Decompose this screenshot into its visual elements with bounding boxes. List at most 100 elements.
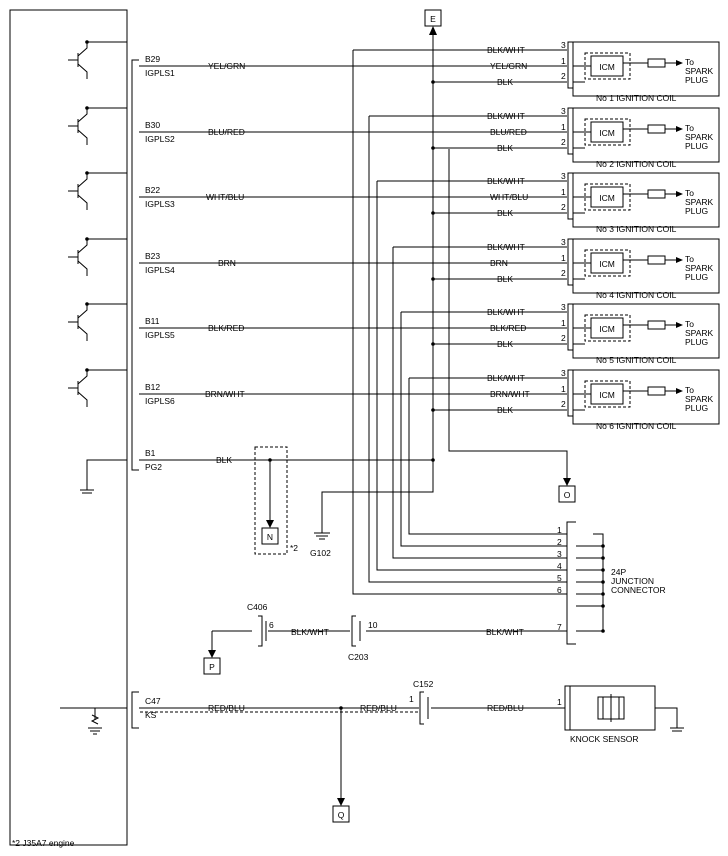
blkwht-left: BLK/WHT <box>291 627 329 637</box>
signal-label-left-2: WHT/BLU <box>206 192 244 202</box>
coil-1-box <box>572 107 720 163</box>
coil-2-arrow <box>676 191 683 197</box>
coil-5-winding <box>623 386 678 396</box>
signal-label-left-0: YEL/GRN <box>208 61 245 71</box>
connector-P-box <box>203 657 221 675</box>
coil-2-title: No 3 IGNITION COIL <box>596 224 677 234</box>
coil-3-to: To <box>685 254 694 264</box>
n-dashed-box <box>254 446 288 555</box>
coil-4-to: To <box>685 319 694 329</box>
coil-2-pin2: 2 <box>561 202 566 212</box>
signal-label-left-3: BRN <box>218 258 236 268</box>
coil-0-box <box>572 41 720 97</box>
ecm-pin-name-1: IGPLS2 <box>145 134 175 144</box>
ecm-pin-5: B12 <box>145 382 160 392</box>
coil-4-spark: SPARK <box>685 328 714 338</box>
coil-5-icm-outline <box>584 380 631 408</box>
g102-label: G102 <box>310 548 331 558</box>
coil-5-pin1: 1 <box>561 384 566 394</box>
ecm-pin-name-7: KS <box>145 710 157 720</box>
junction-l3: CONNECTOR <box>611 585 666 595</box>
note-mark: *2 <box>290 543 298 553</box>
junction-pin-3: 4 <box>557 561 562 571</box>
coil-3-title: No 4 IGNITION COIL <box>596 290 677 300</box>
coil-1-pin2: 2 <box>561 137 566 147</box>
coil-3-icm-label: ICM <box>599 259 615 269</box>
junction-pin-1: 2 <box>557 537 562 547</box>
coil-1-pin3: 3 <box>561 106 566 116</box>
coil-2-icm-outline <box>584 183 631 211</box>
ecm-pin-name-0: IGPLS1 <box>145 68 175 78</box>
coil-2-icm-label: ICM <box>599 193 615 203</box>
coil-5-connector <box>567 369 573 417</box>
coil-2-connector <box>567 172 573 220</box>
coil-5-to: To <box>685 385 694 395</box>
signal-label-left-4: BLK/RED <box>208 323 244 333</box>
coil-2-w2-label: BLK <box>497 208 513 218</box>
ecm-pin-name-2: IGPLS3 <box>145 199 175 209</box>
coil-3-spark: SPARK <box>685 263 714 273</box>
coil-5-title: No 6 IGNITION COIL <box>596 421 677 431</box>
junction-shorts <box>576 545 603 632</box>
ecm-pin-4: B11 <box>145 316 160 326</box>
coil-0-w2-label: BLK <box>497 77 513 87</box>
coil-3-pin2: 2 <box>561 268 566 278</box>
coil-4-title: No 5 IGNITION COIL <box>596 355 677 365</box>
ecm-kc-bracket <box>131 691 139 729</box>
coil-2-w3-label: BLK/WHT <box>487 176 525 186</box>
coil-5-arrow <box>676 388 683 394</box>
coil-4-box <box>572 303 720 359</box>
coil-0-winding <box>623 58 678 68</box>
route-2 <box>376 181 567 571</box>
coil-1-w3-label: BLK/WHT <box>487 111 525 121</box>
ecm-pin-name-3: IGPLS4 <box>145 265 175 275</box>
coil-4-icm-label: ICM <box>599 324 615 334</box>
c152-name: C152 <box>413 679 434 689</box>
signal-label-left-1: BLU/RED <box>208 127 245 137</box>
coil-3-plug: PLUG <box>685 272 708 282</box>
connector-E-label: E <box>430 14 436 24</box>
c152-pin: 1 <box>409 694 414 704</box>
ecm-pin-6: B1 <box>145 448 156 458</box>
junction-routes <box>352 50 605 633</box>
route-3 <box>392 247 567 559</box>
redblu-2: RED/BLU <box>360 703 397 713</box>
coil-4-arrow <box>676 322 683 328</box>
junction-l2: JUNCTION <box>611 576 654 586</box>
signal-label-left-5: BRN/WHT <box>205 389 245 399</box>
ecm-pin-name-5: IGPLS6 <box>145 396 175 406</box>
junction-pin-4: 5 <box>557 573 562 583</box>
coil-3-w2-label: BLK <box>497 274 513 284</box>
route-0 <box>352 50 567 595</box>
o-arrow <box>563 478 571 486</box>
c203-pin: 10 <box>368 620 378 630</box>
coil-2-spark: SPARK <box>685 197 714 207</box>
coil-4-w1-label: BLK/RED <box>490 323 526 333</box>
coil-4-winding <box>623 320 678 330</box>
ecm-pin-7: C47 <box>145 696 161 706</box>
coil-2-to: To <box>685 188 694 198</box>
coil-1-pinlines <box>573 131 591 149</box>
ecm-pin-labels: B29IGPLS1B30IGPLS2B22IGPLS3B23IGPLS4B11I… <box>139 54 435 720</box>
coil-2-pin1: 1 <box>561 187 566 197</box>
coil-1-w2-label: BLK <box>497 143 513 153</box>
coil-1-arrow <box>676 126 683 132</box>
junction-pin-5: 6 <box>557 585 562 595</box>
coil-5-box <box>572 369 720 425</box>
coil-4-pinlines <box>573 327 591 345</box>
redblu-1: RED/BLU <box>208 703 245 713</box>
knock-sensor <box>564 685 684 732</box>
coil-4-plug: PLUG <box>685 337 708 347</box>
coil-3-w3-label: BLK/WHT <box>487 242 525 252</box>
coil-4-icm-outline <box>584 314 631 342</box>
coil-1-to: To <box>685 123 694 133</box>
coil-5-plug: PLUG <box>685 403 708 413</box>
coil-2-pinlines <box>573 196 591 214</box>
coil-0-to: To <box>685 57 694 67</box>
pg2-internal-ground <box>80 459 127 494</box>
coil-5-icm-label: ICM <box>599 390 615 400</box>
